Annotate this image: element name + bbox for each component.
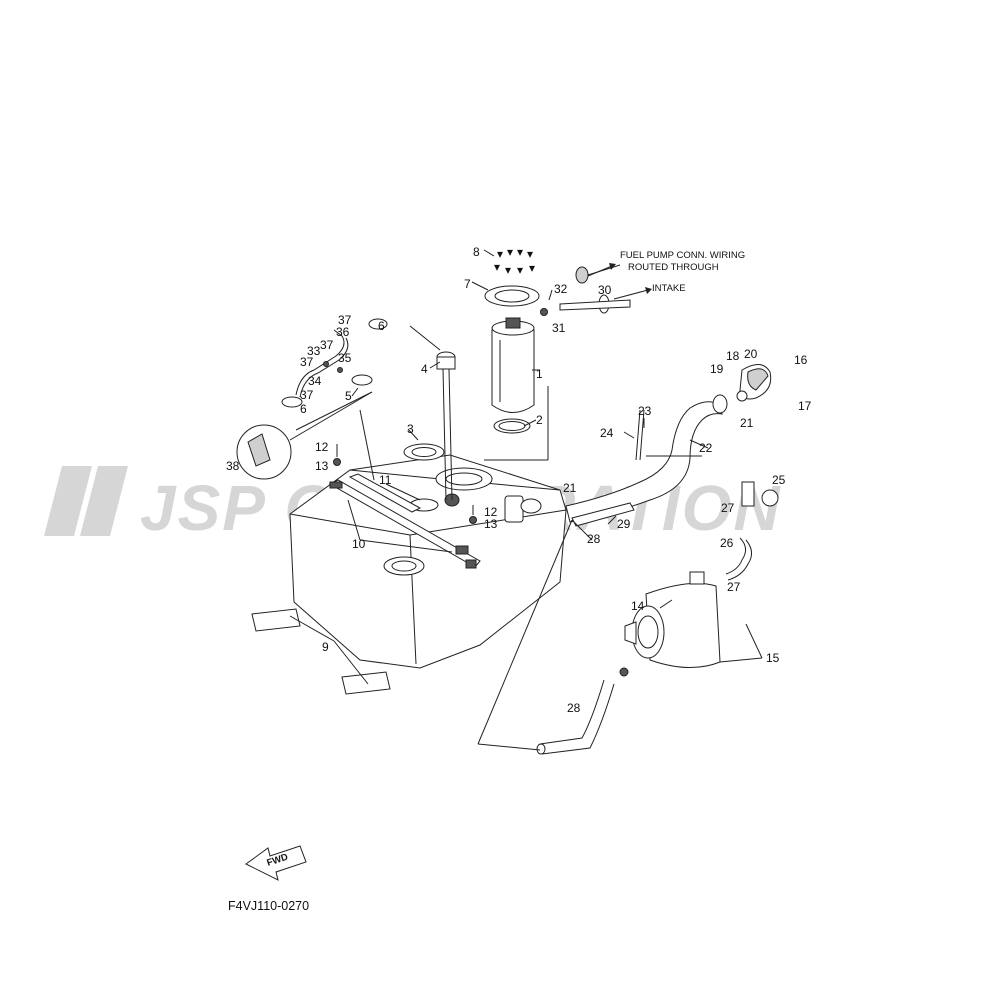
callout-30: 30 xyxy=(598,283,612,297)
filler-neck xyxy=(565,364,772,527)
svg-text:▾: ▾ xyxy=(505,263,511,277)
callout-22: 22 xyxy=(699,441,713,455)
callout-37b: 37 xyxy=(320,338,334,352)
callout-3: 3 xyxy=(407,422,414,436)
rubber-pads xyxy=(251,608,391,695)
callout-19: 19 xyxy=(710,362,724,376)
svg-text:▾: ▾ xyxy=(517,245,523,259)
callout-37d: 37 xyxy=(300,388,314,402)
callout-21a: 21 xyxy=(740,416,754,430)
callout-20: 20 xyxy=(744,347,758,361)
callout-24: 24 xyxy=(600,426,614,440)
callout-26: 26 xyxy=(720,536,734,550)
callout-35: 35 xyxy=(338,351,352,365)
callout-16: 16 xyxy=(794,353,808,367)
callout-1: 1 xyxy=(536,367,543,381)
fuel-pump xyxy=(484,285,540,434)
callout-38: 38 xyxy=(226,459,240,473)
leader-lines xyxy=(289,249,763,751)
fuel-filter xyxy=(624,571,721,669)
screws-8: ▾▾ ▾▾ ▾▾ ▾▾ xyxy=(494,245,535,277)
callout-34: 34 xyxy=(308,374,322,388)
callout-14: 14 xyxy=(631,599,645,613)
callout-32: 32 xyxy=(554,282,568,296)
fwd-arrow-icon: FWD xyxy=(245,845,307,881)
note-arrows xyxy=(587,263,652,300)
callout-13a: 13 xyxy=(315,459,329,473)
callout-9: 9 xyxy=(322,640,329,654)
hoses xyxy=(536,481,779,755)
svg-text:▾: ▾ xyxy=(507,245,513,259)
note-intake: INTAKE xyxy=(652,283,686,294)
callout-5: 5 xyxy=(345,389,352,403)
svg-text:▾: ▾ xyxy=(494,260,500,274)
note-fuel-pump-wiring-2: ROUTED THROUGH xyxy=(628,262,719,273)
callout-29: 29 xyxy=(617,517,631,531)
callout-7: 7 xyxy=(464,277,471,291)
tank-straps xyxy=(328,473,481,569)
callout-28a: 28 xyxy=(587,532,601,546)
svg-text:▾: ▾ xyxy=(529,261,535,275)
callout-11: 11 xyxy=(379,473,392,487)
callout-27a: 27 xyxy=(721,501,735,515)
svg-text:▾: ▾ xyxy=(497,247,503,261)
callout-13b: 13 xyxy=(484,517,498,531)
callout-27b: 27 xyxy=(727,580,741,594)
callout-17: 17 xyxy=(798,399,812,413)
callout-8: 8 xyxy=(473,245,480,259)
callout-6b: 6 xyxy=(300,402,307,416)
fuel-sender xyxy=(409,325,456,501)
callout-33: 33 xyxy=(307,344,321,358)
diagram-code: F4VJ110-0270 xyxy=(228,899,309,913)
callout-36: 36 xyxy=(336,325,350,339)
bolts xyxy=(333,444,477,524)
vent-assembly xyxy=(281,318,388,408)
callout-12b: 12 xyxy=(484,505,498,519)
callout-28b: 28 xyxy=(567,701,581,715)
callout-37a: 37 xyxy=(338,313,352,327)
callout-12a: 12 xyxy=(315,440,329,454)
note-fuel-pump-wiring-1: FUEL PUMP CONN. WIRING xyxy=(620,250,745,261)
svg-text:▾: ▾ xyxy=(527,247,533,261)
callout-4: 4 xyxy=(421,362,428,376)
callout-21b: 21 xyxy=(563,481,577,495)
svg-text:▾: ▾ xyxy=(517,263,523,277)
watermark-logo-icon xyxy=(44,466,128,536)
callout-18: 18 xyxy=(726,349,740,363)
callout-25: 25 xyxy=(772,473,786,487)
callout-6a: 6 xyxy=(378,319,385,333)
bracket-detail xyxy=(236,391,373,480)
grommets xyxy=(540,264,631,316)
fuel-tank xyxy=(289,443,567,669)
callout-15: 15 xyxy=(766,651,780,665)
callout-31: 31 xyxy=(552,321,566,335)
callout-37c: 37 xyxy=(300,355,314,369)
callout-numbers: 1 2 3 4 5 6 6 7 8 9 10 11 12 12 13 13 14… xyxy=(226,245,812,715)
callout-2: 2 xyxy=(536,413,543,427)
callout-23: 23 xyxy=(638,404,652,418)
callout-10: 10 xyxy=(352,537,366,551)
